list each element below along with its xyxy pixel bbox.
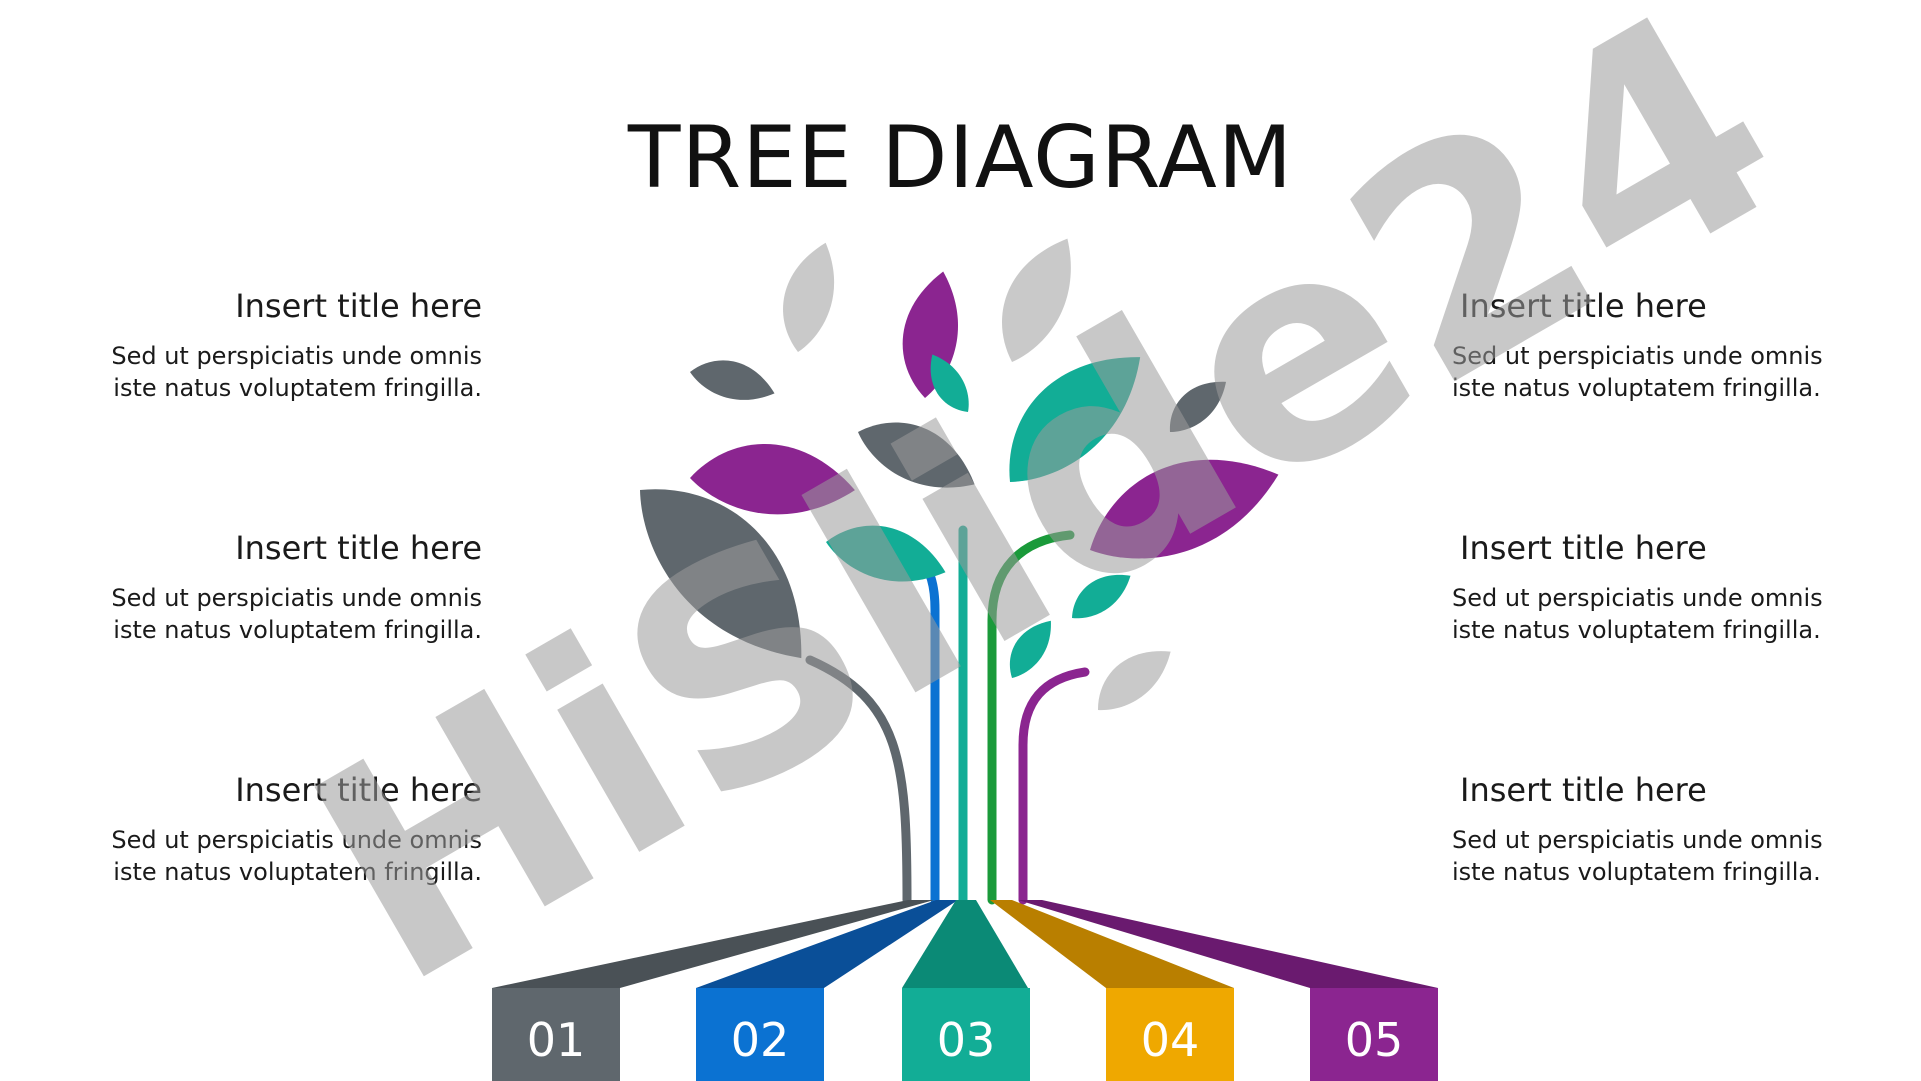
leaf: [978, 328, 1166, 503]
connector-3: [902, 900, 1028, 988]
left-item-2: Insert title here Sed ut perspiciatis un…: [82, 528, 482, 646]
leaf: [997, 612, 1063, 685]
stem-1: [805, 655, 912, 905]
number-tabs: 01 02 03 04 05: [492, 988, 1438, 1081]
connectors: [492, 900, 1438, 988]
step-tab-5: [1310, 988, 1438, 1081]
leaf: [768, 235, 850, 358]
item-title: Insert title here: [235, 529, 482, 567]
item-title: Insert title here: [1460, 287, 1707, 325]
connector-1: [492, 900, 934, 988]
step-tab-1: [492, 988, 620, 1081]
stem-2: [915, 555, 940, 905]
step-tab-4: [1106, 988, 1234, 1081]
right-item-2: Insert title here Sed ut perspiciatis un…: [1452, 528, 1852, 646]
right-item-1: Insert title here Sed ut perspiciatis un…: [1452, 286, 1852, 404]
leaf: [1072, 434, 1293, 580]
item-title: Insert title here: [1460, 771, 1707, 809]
leaf: [1157, 369, 1237, 441]
step-tab-3: [902, 988, 1030, 1081]
step-number: 03: [937, 1013, 996, 1067]
leaf: [1061, 563, 1139, 628]
step-number: 04: [1141, 1013, 1200, 1067]
leaf: [1083, 635, 1183, 722]
stem-5: [1018, 667, 1090, 905]
item-title: Insert title here: [1460, 529, 1707, 567]
connector-2: [696, 900, 958, 988]
item-title: Insert title here: [235, 771, 482, 809]
leaves: [612, 225, 1293, 722]
step-number: 05: [1345, 1013, 1404, 1067]
leaf: [979, 225, 1094, 372]
step-number: 01: [527, 1013, 586, 1067]
leaf: [848, 401, 987, 509]
item-title: Insert title here: [235, 287, 482, 325]
page-title: TREE DIAGRAM: [627, 108, 1294, 208]
step-number: 02: [731, 1013, 790, 1067]
step-tab-2: [696, 988, 824, 1081]
leaf: [685, 349, 781, 412]
stems: [805, 525, 1090, 905]
stem-4: [987, 530, 1075, 905]
left-item-3: Insert title here Sed ut perspiciatis un…: [82, 770, 482, 888]
left-item-1: Insert title here Sed ut perspiciatis un…: [82, 286, 482, 404]
right-item-3: Insert title here Sed ut perspiciatis un…: [1452, 770, 1852, 888]
connector-4: [990, 900, 1234, 988]
connector-5: [1018, 900, 1438, 988]
